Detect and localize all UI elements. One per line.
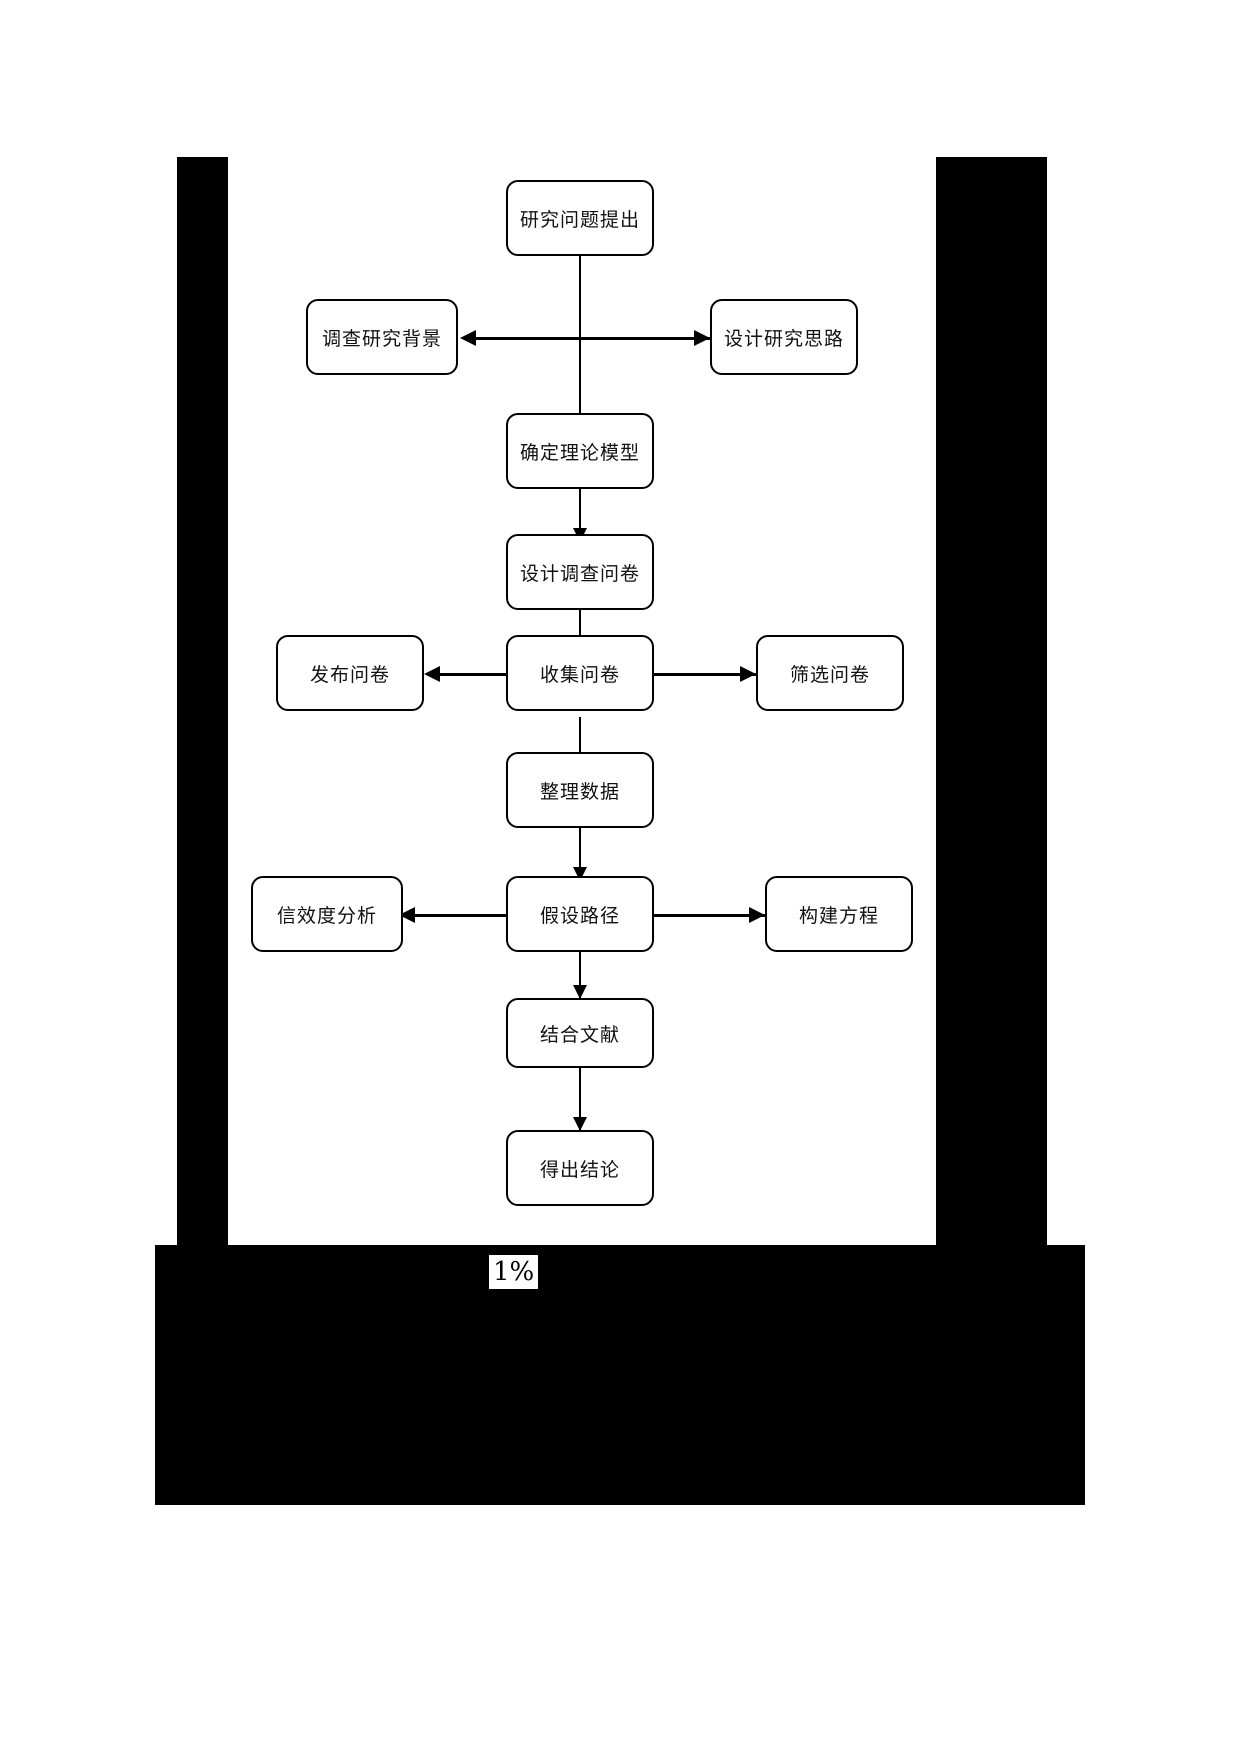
- node-design-research-approach[interactable]: 设计研究思路: [710, 299, 858, 375]
- node-reliability-validity-analysis[interactable]: 信效度分析: [251, 876, 403, 952]
- node-collect-questionnaire[interactable]: 收集问卷: [506, 635, 654, 711]
- arrowhead-into-n2r: [694, 330, 710, 346]
- arrowhead-into-n9: [573, 1117, 587, 1131]
- diagram-canvas: 研究问题提出 调查研究背景 设计研究思路 确定理论模型 设计调查问卷 发布问卷 …: [228, 157, 936, 1245]
- edge-n7-to-n7r-line: [653, 914, 765, 917]
- node-build-equation[interactable]: 构建方程: [765, 876, 913, 952]
- node-survey-background[interactable]: 调查研究背景: [306, 299, 458, 375]
- arrowhead-into-n5r: [740, 666, 756, 682]
- edge-n1-to-n2r-line: [579, 337, 710, 340]
- node-design-questionnaire[interactable]: 设计调查问卷: [506, 534, 654, 610]
- frame-right-bar: [936, 157, 1047, 1245]
- node-hypothesis-path[interactable]: 假设路径: [506, 876, 654, 952]
- spine-n6-to-n7: [579, 828, 581, 880]
- node-publish-questionnaire[interactable]: 发布问卷: [276, 635, 424, 711]
- edge-n5-to-n5l-line: [428, 673, 580, 676]
- arrowhead-into-n2l: [460, 330, 476, 346]
- edge-n7-to-n7l-line: [403, 914, 580, 917]
- node-screen-questionnaire[interactable]: 筛选问卷: [756, 635, 904, 711]
- node-organize-data[interactable]: 整理数据: [506, 752, 654, 828]
- arrowhead-into-n5l: [424, 666, 440, 682]
- node-determine-theory-model[interactable]: 确定理论模型: [506, 413, 654, 489]
- spine-n1-to-n3: [579, 256, 581, 556]
- spine-n5-to-n6: [579, 717, 581, 769]
- frame-bottom-band: [155, 1245, 1085, 1505]
- footer-percentage-label: 1%: [489, 1255, 539, 1289]
- spine-n3-to-n4: [579, 489, 581, 541]
- frame-left-bar: [177, 157, 228, 1245]
- node-draw-conclusion[interactable]: 得出结论: [506, 1130, 654, 1206]
- spine-n7-to-n8: [579, 937, 581, 998]
- edge-n5-to-n5r-line: [653, 673, 756, 676]
- arrowhead-into-n7r: [749, 907, 765, 923]
- spine-n8-to-n9: [579, 1068, 581, 1130]
- arrowhead-into-n8: [573, 985, 587, 999]
- node-research-question[interactable]: 研究问题提出: [506, 180, 654, 256]
- arrowhead-into-n7l: [399, 907, 415, 923]
- node-combine-literature[interactable]: 结合文献: [506, 998, 654, 1068]
- edge-n1-to-n2l-line: [466, 337, 582, 340]
